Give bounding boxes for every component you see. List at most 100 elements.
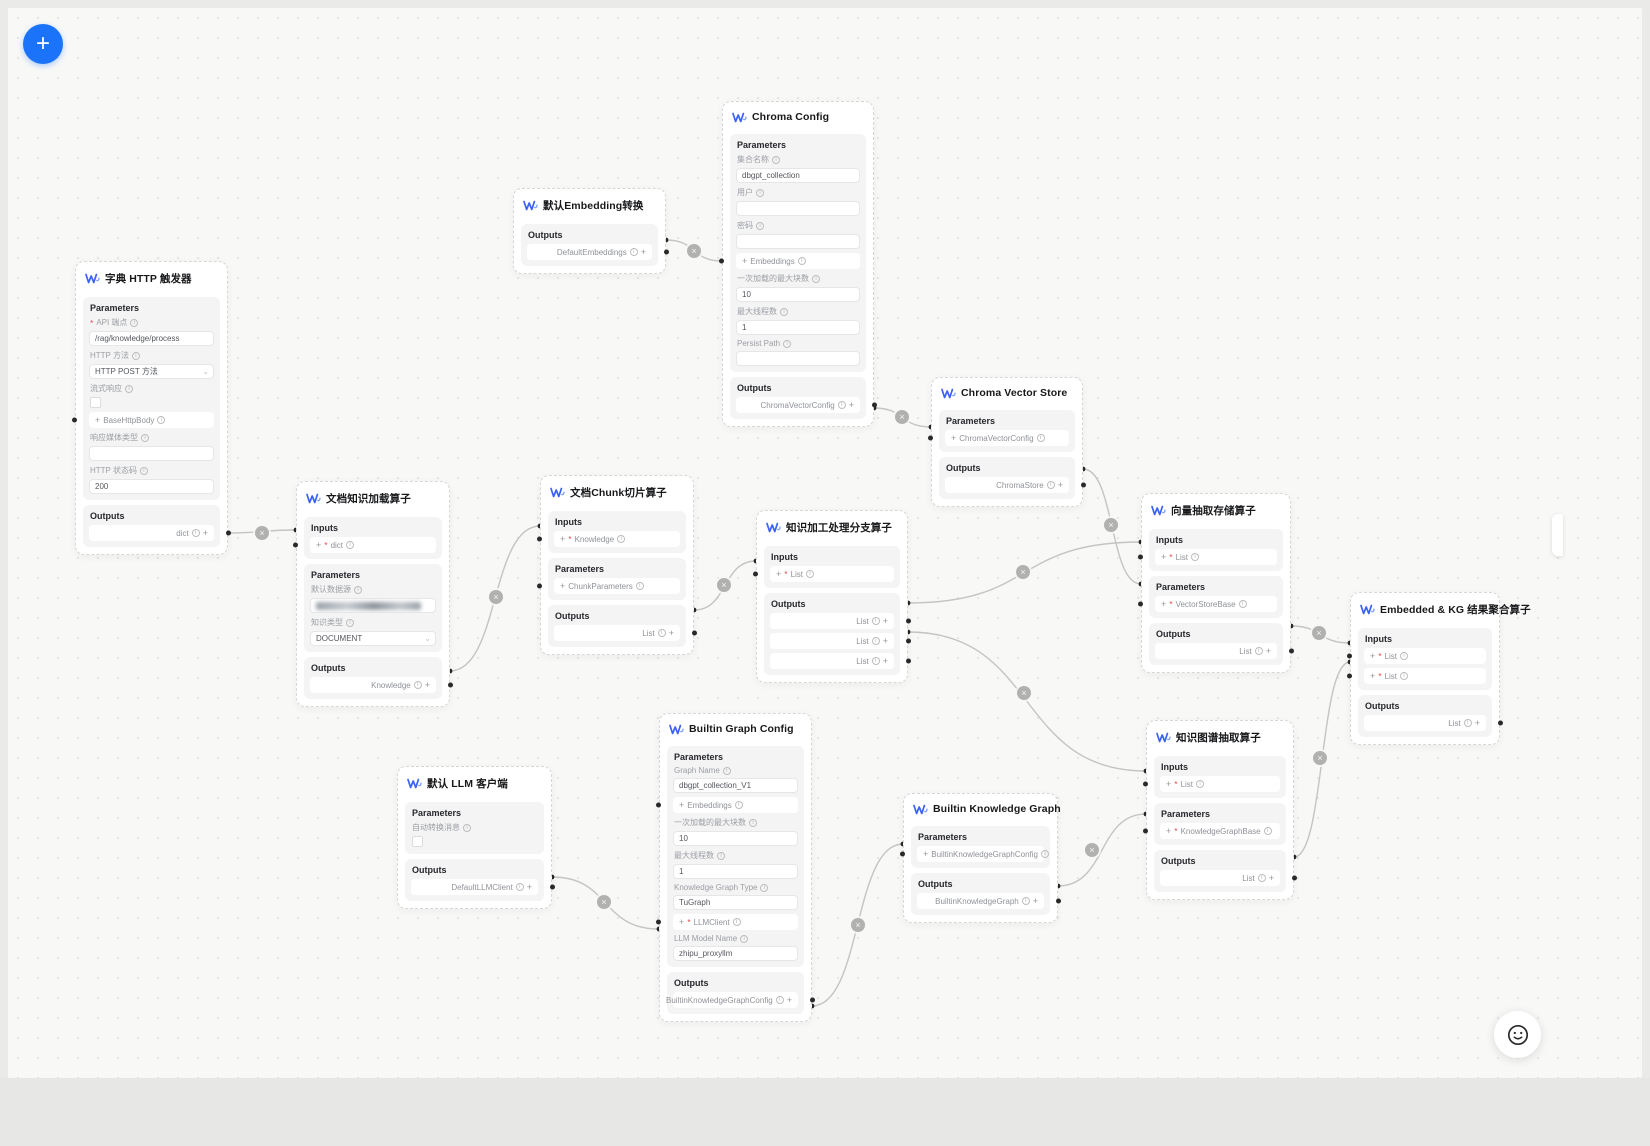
node-header[interactable]: Chroma Config [730,109,866,129]
info-icon[interactable]: i [717,851,725,860]
info-icon[interactable]: i [871,617,880,625]
info-icon[interactable]: i [1041,850,1049,858]
node-header[interactable]: 知识图谱抽取算子 [1154,728,1286,751]
plus-icon[interactable]: + [526,882,532,892]
connection-handle-left[interactable] [1138,554,1143,560]
checkbox[interactable] [412,836,423,847]
plus-icon[interactable]: + [202,528,208,538]
info-icon[interactable]: i [772,155,780,164]
info-icon[interactable]: i [756,188,764,197]
info-icon[interactable]: i [732,918,741,926]
info-icon[interactable]: i [130,318,139,327]
connection-handle-left[interactable] [537,536,542,542]
info-icon[interactable]: i [354,585,362,594]
plus-icon[interactable]: + [424,680,430,690]
info-icon[interactable]: i [871,637,880,645]
connection-handle-left[interactable] [537,583,542,589]
connection-handle-left[interactable] [753,571,758,577]
edge-delete-button[interactable]: × [851,918,865,932]
node-header[interactable]: 字典 HTTP 触发器 [83,269,220,292]
info-icon[interactable]: i [837,401,846,409]
plus-icon[interactable]: + [640,247,646,257]
info-icon[interactable]: i [812,274,820,283]
info-icon[interactable]: i [871,657,880,665]
plus-icon[interactable]: + [1474,718,1480,728]
info-icon[interactable]: i [783,339,792,348]
checkbox[interactable] [90,397,101,408]
info-icon[interactable]: i [1463,719,1472,727]
connection-handle-right[interactable] [664,249,669,255]
info-icon[interactable]: i [413,681,422,689]
node-header[interactable]: 向量抽取存储算子 [1149,501,1283,524]
connection-handle-left[interactable] [293,542,298,548]
info-icon[interactable]: i [1036,434,1045,442]
connection-handle-left[interactable] [656,802,661,808]
text-field[interactable]: 1 [736,320,860,335]
text-field[interactable]: dbgpt_collection [736,168,860,183]
info-icon[interactable]: i [463,823,471,832]
connection-handle-right[interactable] [1292,875,1297,881]
connection-handle-left[interactable] [1347,673,1352,679]
info-icon[interactable]: i [635,582,644,590]
info-icon[interactable]: i [515,883,524,891]
edge-delete-button[interactable]: × [1313,751,1327,765]
text-field[interactable] [89,446,214,461]
info-icon[interactable]: i [1238,600,1247,608]
info-icon[interactable]: i [775,996,784,1004]
info-icon[interactable]: i [760,883,769,892]
plus-icon[interactable]: + [668,628,674,638]
node-header[interactable]: 知识加工处理分支算子 [764,518,900,541]
plus-icon[interactable]: + [1265,646,1271,656]
connection-handle-right[interactable] [550,884,555,890]
connection-handle-right[interactable] [226,530,231,536]
connection-handle-left[interactable] [719,258,724,264]
connection-handle-left[interactable] [72,417,77,423]
info-icon[interactable]: i [1191,553,1200,561]
connection-handle-right[interactable] [906,658,911,664]
connection-handle-left[interactable] [1347,653,1352,659]
text-field[interactable]: 200 [89,479,214,494]
plus-icon[interactable]: + [848,400,854,410]
connection-handle-left[interactable] [1143,828,1148,834]
connection-handle-left[interactable] [928,435,933,441]
text-field[interactable]: TuGraph [673,895,798,910]
info-icon[interactable]: i [1046,481,1055,489]
plus-icon[interactable]: + [882,616,888,626]
info-icon[interactable]: i [749,818,757,827]
node-header[interactable]: Builtin Graph Config [667,721,804,741]
info-icon[interactable]: i [125,384,133,393]
info-icon[interactable]: i [157,416,166,424]
connection-handle-right[interactable] [448,682,453,688]
edge-delete-button[interactable]: × [597,895,611,909]
info-icon[interactable]: i [1021,897,1030,905]
text-field[interactable] [736,234,860,249]
select-field[interactable]: HTTP POST 方法⌄ [89,364,214,379]
connection-handle-right[interactable] [1289,648,1294,654]
